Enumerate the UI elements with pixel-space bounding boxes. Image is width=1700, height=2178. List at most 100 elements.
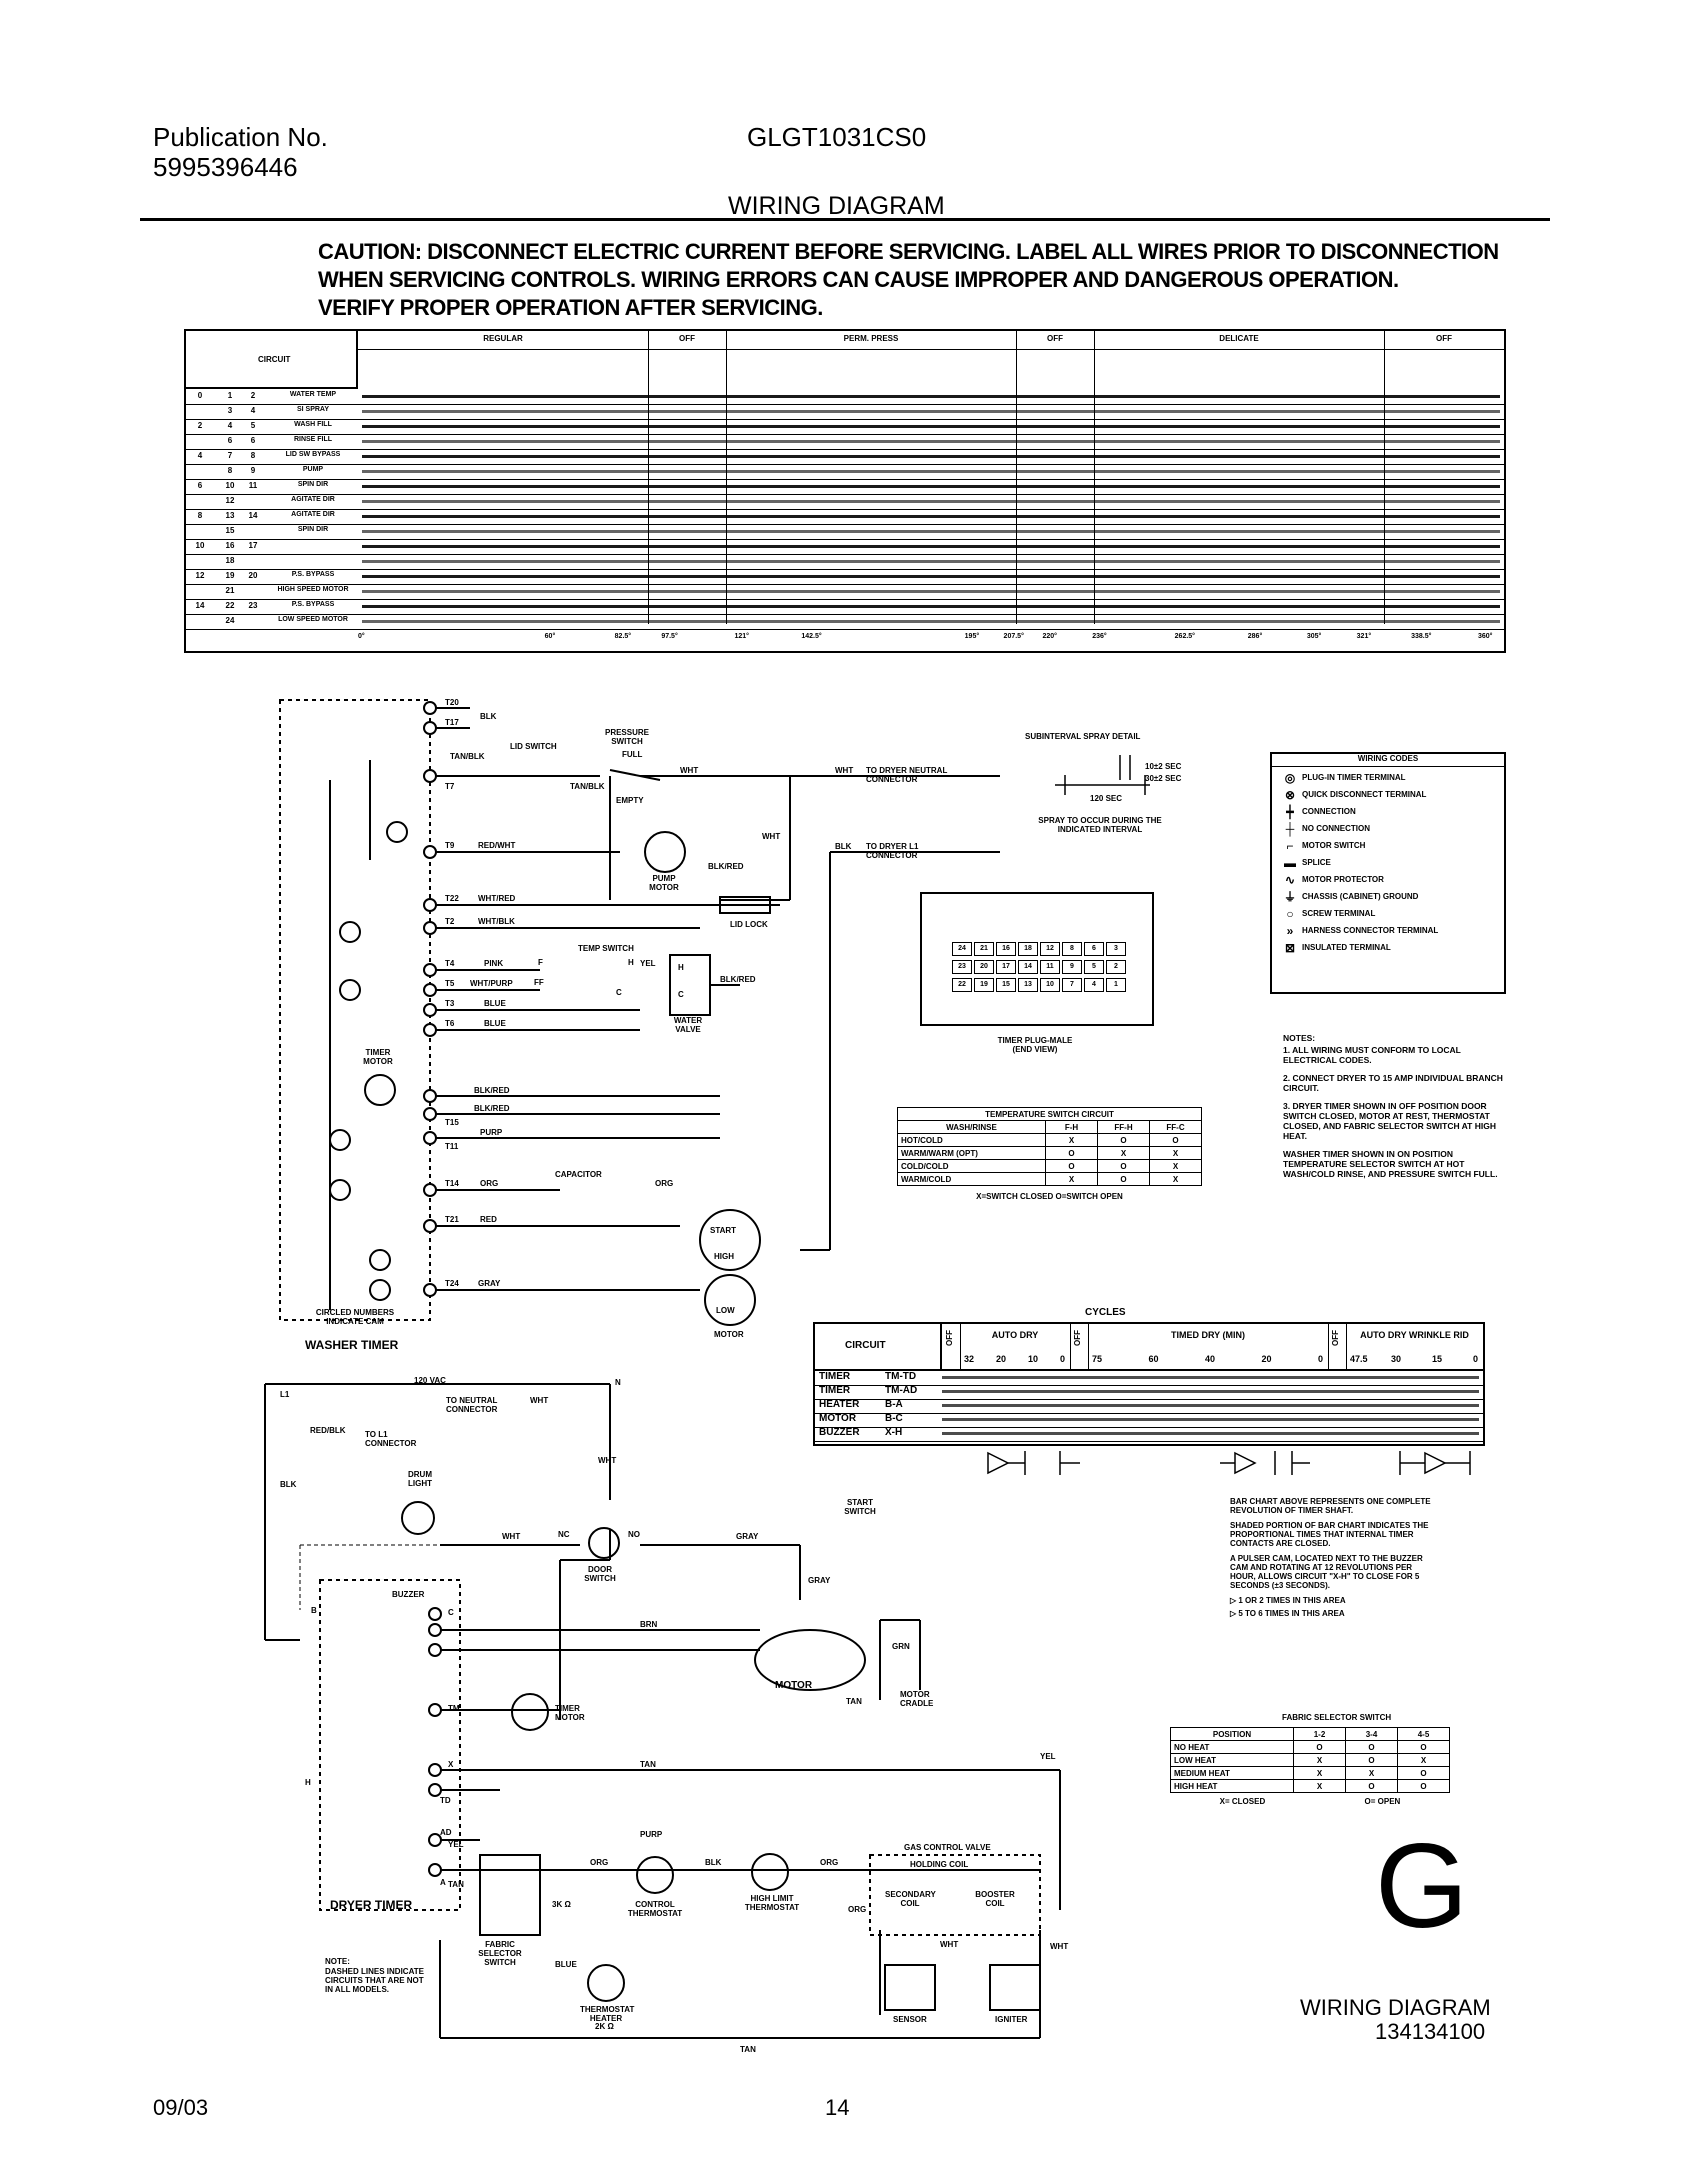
terminal-t24: T24 [445,1279,459,1288]
dryer-cycle-segment: OFF [1070,1324,1089,1369]
dryer-tick-label: 30 [1391,1354,1402,1364]
contact-number: 11 [248,481,258,490]
fabric-table-cell: O [1397,1766,1450,1780]
dryer-wire-purp: PURP [640,1830,663,1839]
dryer-row-name: TIMER [819,1371,851,1382]
note-1: 1. ALL WIRING MUST CONFORM TO LOCAL ELEC… [1283,1045,1461,1065]
dryer-contact-bar [942,1404,1479,1407]
wiring-code-item: ○SCREW TERMINAL [1278,905,1498,922]
plug-pin: 9 [1062,960,1082,974]
contact-number: 23 [248,601,258,610]
dryer-tick-label: 75 [1092,1354,1103,1364]
cam-number: 0 [197,391,203,400]
dryer-wire-tan-4: TAN [448,1880,464,1889]
wiring-code-item: »HARNESS CONNECTOR TERMINAL [1278,922,1498,939]
dryer-wire-org-3: ORG [848,1905,867,1914]
drum-light-label: DRUM LIGHT [408,1470,432,1488]
high-limit-label: HIGH LIMIT THERMOSTAT [744,1894,800,1912]
wiring-code-symbol-icon: ∿ [1284,872,1296,887]
capacitor-label: CAPACITOR [555,1170,602,1179]
terminal-t20: T20 [445,698,459,707]
term-number: 1 [227,391,233,400]
vac-label: 120 VAC [414,1376,446,1385]
cam-number: 2 [197,421,203,430]
dryer-note-4: ▷ 1 OR 2 TIMES IN THIS AREA [1230,1596,1346,1605]
control-thermostat-label: CONTROL THERMOSTAT [627,1900,683,1918]
plug-pin: 6 [1084,942,1104,956]
spray-note: SPRAY TO OCCUR DURING THE INDICATED INTE… [1038,816,1162,834]
circuit-name: AGITATE DIR [291,496,335,503]
dryer-wire-tan-1: TAN [846,1697,862,1706]
circuit-name: HIGH SPEED MOTOR [277,586,349,593]
cam-number: 4 [197,451,203,460]
temp-table-cell: WARM/WARM (OPT) [897,1146,1046,1160]
degree-mark: 195° [964,633,980,640]
fabric-table-cell: O [1345,1740,1398,1754]
dryer-row-code: B-C [885,1413,903,1424]
wiring-code-symbol-icon: ▬ [1284,855,1296,870]
washer-timer-motor-label: TIMER MOTOR [363,1048,393,1066]
term-number: 18 [225,556,235,565]
degree-mark: 207.5° [1003,633,1024,640]
term-number: 7 [227,451,233,460]
fabric-legend-closed: X= CLOSED [1219,1797,1266,1806]
start-label: START [710,1226,737,1235]
terminal-t7: T7 [445,782,455,791]
temp-term-c: C [616,988,622,997]
fabric-legend: X= CLOSED O= OPEN [1170,1797,1450,1806]
dryer-wire-wht-3: WHT [502,1532,521,1541]
red-blk-label: RED/BLK [310,1426,346,1435]
plug-pin: 1 [1106,978,1126,992]
to-neutral-label: TO NEUTRAL CONNECTOR [446,1396,498,1414]
contact-bar [362,425,1500,428]
dryer-wire-org-1: ORG [590,1858,609,1867]
fabric-table-cell: O [1397,1779,1450,1793]
marker-a-2 [1234,1451,1257,1475]
plug-pin: 4 [1084,978,1104,992]
dryer-term-c: C [448,1608,454,1617]
dryer-wire-gray-1: GRAY [736,1532,759,1541]
term-number: 10 [225,481,235,490]
dryer-term-tm: TM [448,1704,460,1713]
fabric-table-header: POSITION [1170,1727,1294,1741]
start-switch-label: START SWITCH [844,1498,876,1516]
degree-mark: 82.5° [614,633,632,640]
dryer-wire-wht-1: WHT [530,1396,549,1405]
wire-wht-red: WHT/RED [478,894,516,903]
temp-table-cell: X [1045,1172,1098,1186]
dryer-tick-label: 0 [1473,1354,1479,1364]
spray-detail-title: SUBINTERVAL SPRAY DETAIL [1025,732,1141,741]
fabric-table-cell: NO HEAT [1170,1740,1294,1754]
circuit-name: WATER TEMP [289,391,337,398]
temp-table-cell: WARM/COLD [897,1172,1046,1186]
dryer-row-code: TM-AD [885,1385,918,1396]
temp-table-cell: HOT/COLD [897,1133,1046,1147]
circuit-name: P.S. BYPASS [291,601,335,608]
term-number: 13 [225,511,235,520]
contact-bar [362,590,1500,593]
plug-pin: 18 [1018,942,1038,956]
wiring-codes-legend: WIRING CODES ◎PLUG-IN TIMER TERMINAL⊗QUI… [1270,752,1506,994]
washer-motor-label: MOTOR [714,1330,744,1339]
temp-table-legend: X=SWITCH CLOSED O=SWITCH OPEN [976,1192,1123,1201]
dryer-timer-box [319,1579,461,1911]
dryer-timer-motor-label: TIMER MOTOR [555,1704,585,1722]
wire-wht-blk: WHT/BLK [478,917,515,926]
revision-letter: G [1375,1819,1469,1953]
wiring-code-symbol-icon: » [1286,923,1294,938]
plug-pin: 3 [1106,942,1126,956]
wiring-code-symbol-icon: ◎ [1284,770,1296,785]
fabric-table-cell: O [1293,1740,1346,1754]
wiring-code-item: ⌐MOTOR SWITCH [1278,837,1498,854]
to-l1-label: TO L1 CONNECTOR [365,1430,417,1448]
terminal-t6: T6 [445,1019,455,1028]
